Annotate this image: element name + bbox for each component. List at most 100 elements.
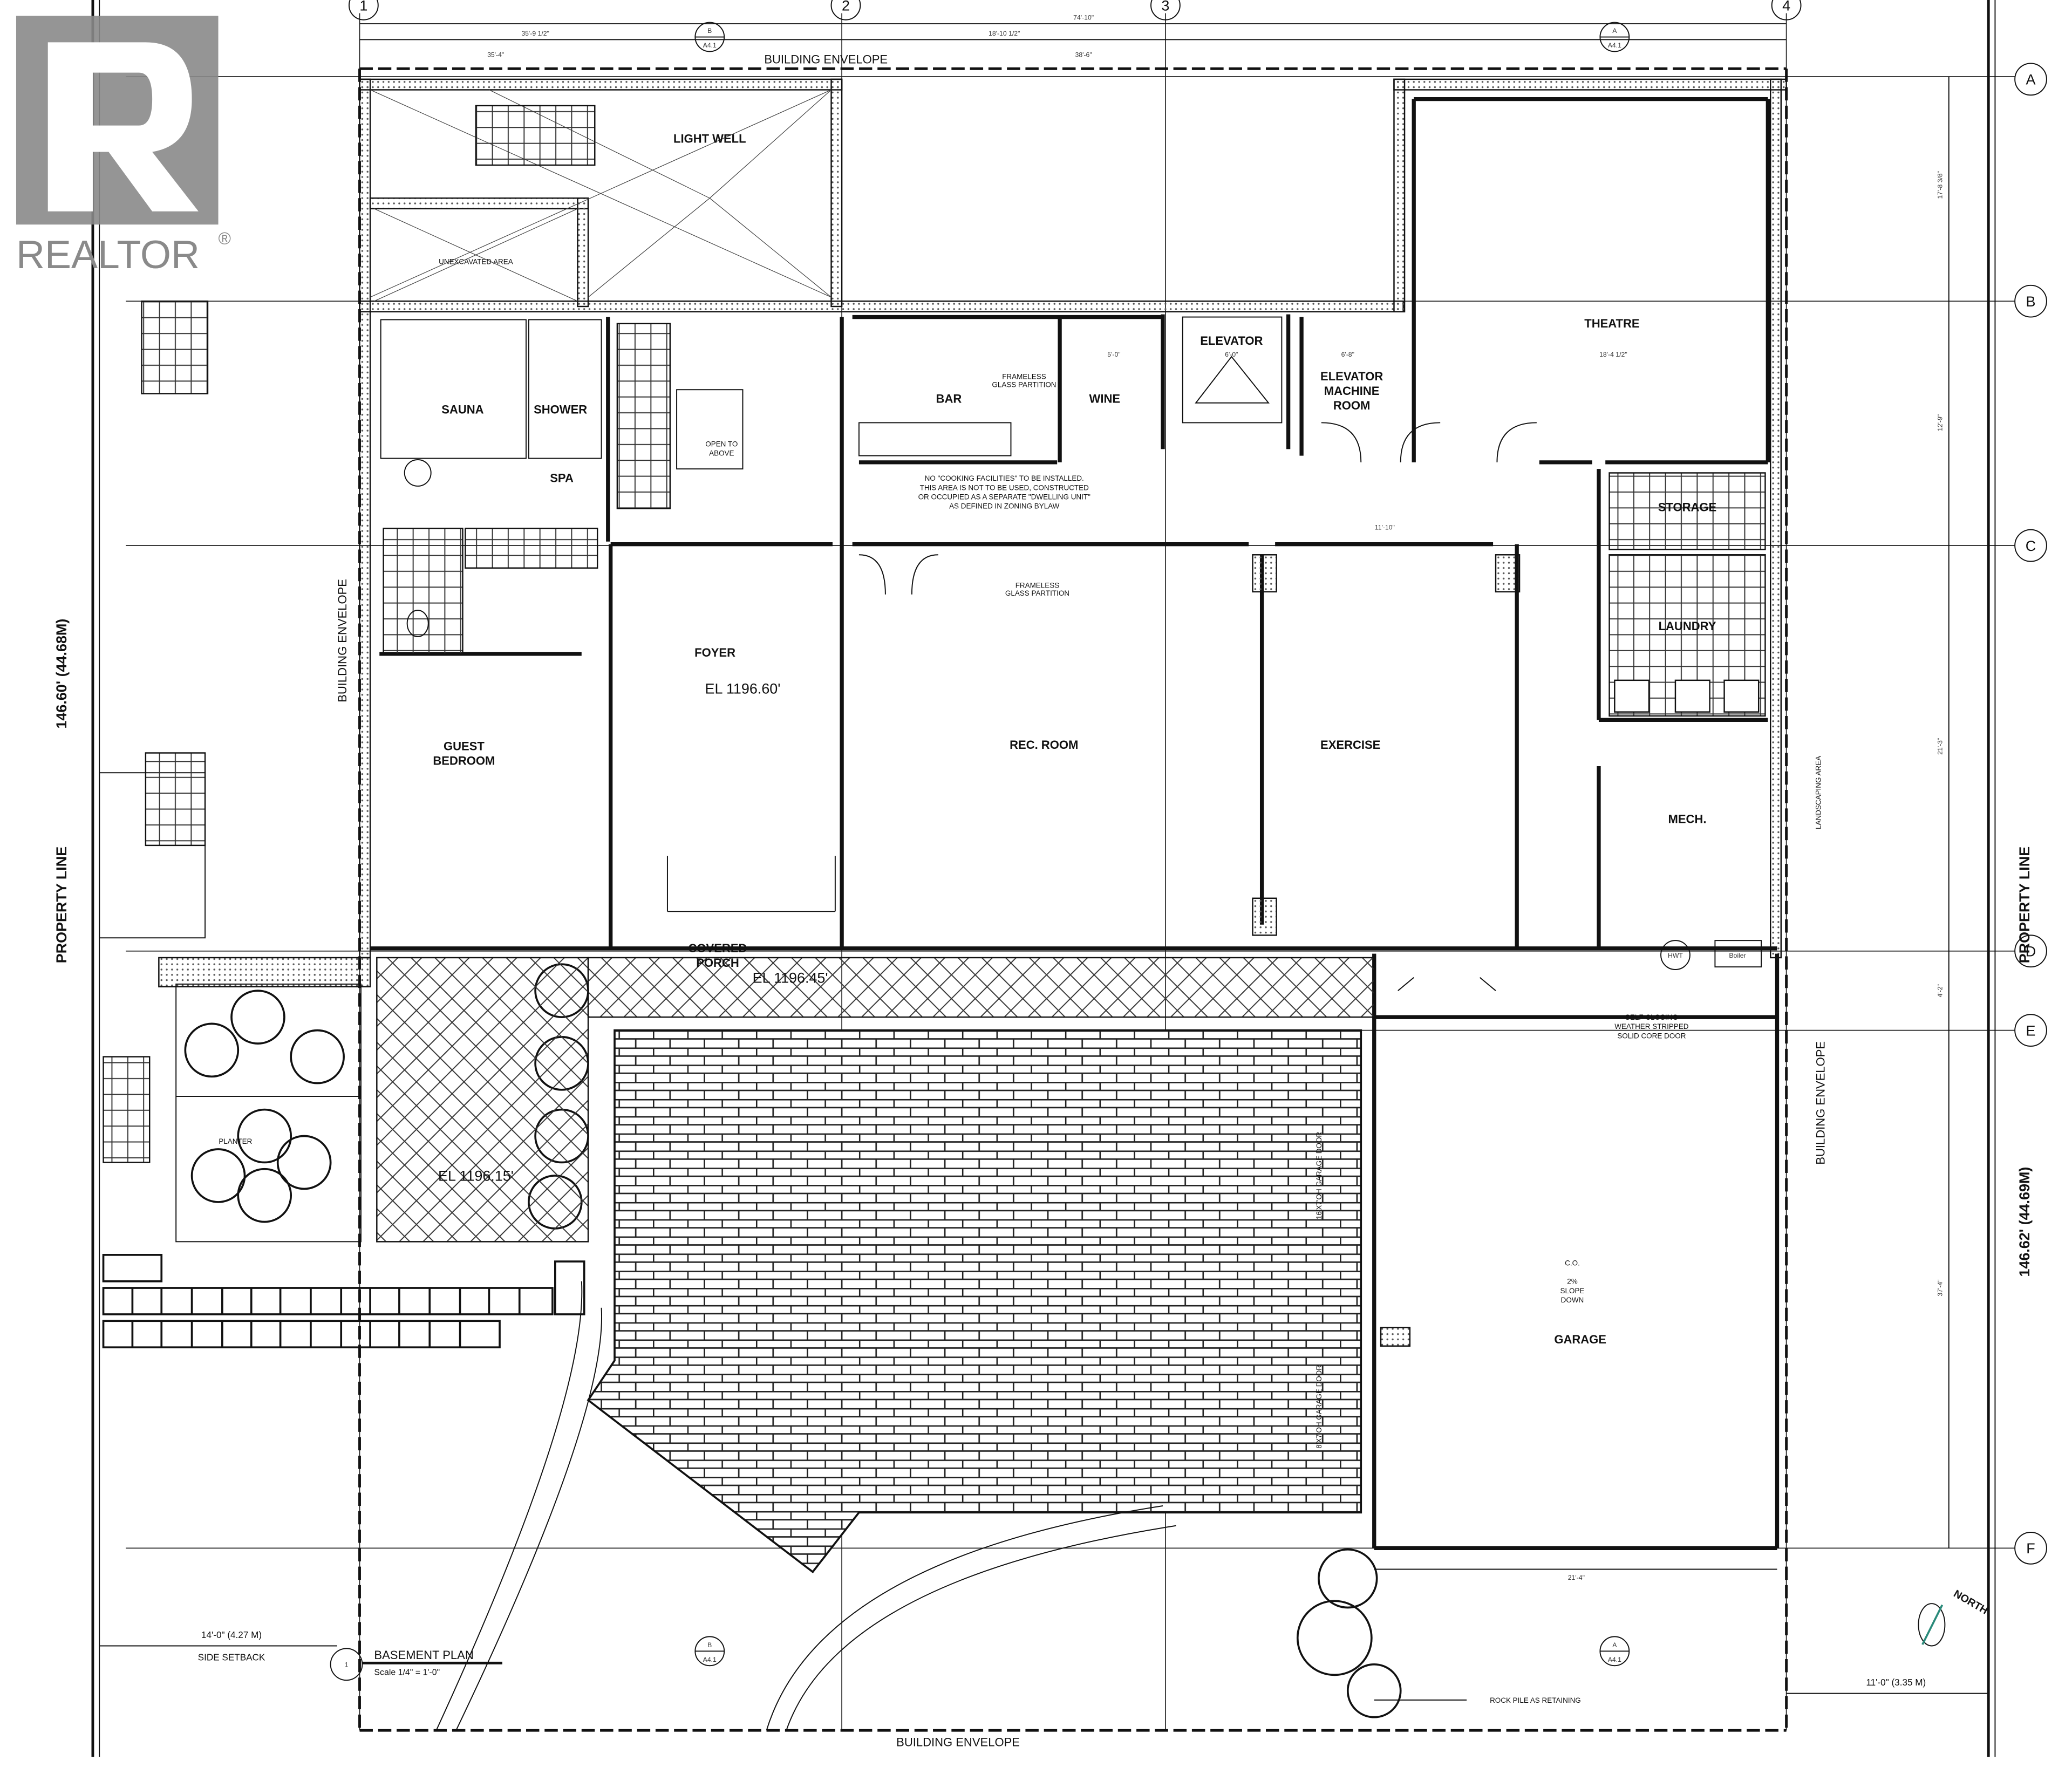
room-storage: STORAGE [1658, 500, 1716, 514]
svg-text:SOLID CORE DOOR: SOLID CORE DOOR [1617, 1032, 1686, 1040]
svg-text:35'-9 1/2": 35'-9 1/2" [521, 30, 549, 37]
svg-text:A: A [1612, 1641, 1617, 1649]
svg-text:SELF CLOSING: SELF CLOSING [1625, 1013, 1678, 1021]
svg-text:FRAMELESS: FRAMELESS [1015, 581, 1060, 589]
room-light-well: LIGHT WELL [673, 132, 746, 145]
grid-bubbles: 1 2 3 4 A B C D E F [348, 0, 2047, 1565]
svg-text:OR OCCUPIED AS A SEPARATE "DWE: OR OCCUPIED AS A SEPARATE "DWELLING UNIT… [918, 493, 1091, 501]
svg-text:14'-0" (4.27 M): 14'-0" (4.27 M) [201, 1629, 262, 1640]
svg-text:MACHINE: MACHINE [1324, 384, 1380, 398]
svg-text:6'-8": 6'-8" [1341, 351, 1354, 358]
svg-text:PORCH: PORCH [696, 956, 739, 970]
svg-text:WEATHER STRIPPED: WEATHER STRIPPED [1614, 1022, 1689, 1031]
plan-scale: Scale 1/4" = 1'-0" [374, 1668, 440, 1677]
grid-column-4: 4 [1771, 0, 1802, 21]
svg-text:5'-0": 5'-0" [1107, 351, 1120, 358]
grid-column-2: 2 [830, 0, 861, 21]
room-dimensions: 18'-4 1/2" 11'-10" 6'-0" 5'-0" 6'-8" 21'… [1107, 76, 1950, 1581]
svg-text:F: F [2026, 1540, 2035, 1557]
svg-text:EL 1196.15': EL 1196.15' [438, 1168, 514, 1184]
svg-text:SIDE SETBACK: SIDE SETBACK [198, 1652, 265, 1662]
notes: FRAMELESS GLASS PARTITION FRAMELESS GLAS… [439, 258, 1822, 1704]
svg-text:DOWN: DOWN [1561, 1296, 1584, 1304]
svg-text:6'-0": 6'-0" [1225, 351, 1238, 358]
svg-text:®: ® [219, 229, 231, 248]
svg-text:A4.1: A4.1 [703, 1656, 717, 1663]
grid-row-c: C [2014, 529, 2047, 562]
svg-text:ROOM: ROOM [1333, 399, 1371, 412]
grid-row-f: F [2014, 1531, 2047, 1565]
room-sauna: SAUNA [441, 402, 483, 416]
svg-text:B: B [707, 1641, 712, 1649]
svg-text:ROCK PILE AS RETAINING: ROCK PILE AS RETAINING [1490, 1696, 1581, 1704]
building-envelope-right-label: BUILDING ENVELOPE [1814, 1041, 1828, 1165]
grid-row-d: D [2014, 934, 2047, 968]
svg-text:D: D [2026, 944, 2036, 960]
svg-text:GLASS PARTITION: GLASS PARTITION [1005, 589, 1069, 597]
svg-text:4: 4 [1782, 0, 1790, 14]
section-markers: BA4.1 AA4.1 BA4.1 AA4.1 [694, 22, 1630, 1667]
grid-row-a: A [2014, 63, 2047, 96]
svg-text:2: 2 [842, 0, 850, 14]
svg-text:12'-9": 12'-9" [1936, 414, 1944, 431]
grid-row-e: E [2014, 1014, 2047, 1047]
svg-text:Boiler: Boiler [1729, 952, 1746, 959]
section-marker-a-top: AA4.1 [1599, 22, 1630, 52]
svg-text:21'-4": 21'-4" [1568, 1574, 1585, 1581]
svg-text:1: 1 [345, 1661, 349, 1669]
svg-text:37'-4": 37'-4" [1936, 1279, 1944, 1296]
svg-text:A4.1: A4.1 [1608, 42, 1621, 49]
property-line-right-label: PROPERTY LINE [2016, 847, 2033, 963]
sink-icon [404, 459, 432, 487]
building-envelope-bottom-label: BUILDING ENVELOPE [896, 1736, 1020, 1749]
svg-text:1: 1 [359, 0, 367, 14]
room-foyer: FOYER [694, 646, 735, 659]
svg-text:18'-10 1/2": 18'-10 1/2" [989, 30, 1020, 37]
grid-column-1: 1 [348, 0, 379, 21]
grid-column-3: 3 [1150, 0, 1181, 21]
svg-text:2%: 2% [1567, 1278, 1577, 1286]
room-labels: LIGHT WELL SAUNA SHOWER SPA OPEN TO ABOV… [219, 132, 1716, 1346]
room-bar: BAR [936, 392, 962, 406]
svg-text:16'X7'OH GARAGE DOOR: 16'X7'OH GARAGE DOOR [1315, 1132, 1323, 1219]
svg-text:A4.1: A4.1 [1608, 1656, 1621, 1663]
svg-text:8'X7'OH GARAGE DOOR: 8'X7'OH GARAGE DOOR [1315, 1365, 1323, 1449]
pavers [102, 1254, 585, 1349]
top-dimensions: 74'-10" 35'-9 1/2" 18'-10 1/2" 35'-4" 38… [359, 14, 1787, 58]
svg-text:EL 1196.45': EL 1196.45' [753, 970, 828, 986]
room-laundry: LAUNDRY [1659, 619, 1716, 633]
room-garage: GARAGE [1554, 1333, 1606, 1346]
svg-text:A: A [2026, 72, 2036, 88]
plan-title: BASEMENT PLAN [374, 1648, 473, 1662]
svg-text:17'-8 3/8": 17'-8 3/8" [1936, 171, 1944, 199]
svg-text:EL 1196.60': EL 1196.60' [705, 680, 781, 697]
svg-text:ABOVE: ABOVE [709, 449, 734, 458]
section-marker-b-bottom: B A4.1 [694, 1636, 725, 1667]
room-exercise: EXERCISE [1320, 738, 1380, 752]
svg-text:C: C [2026, 538, 2036, 554]
walls [359, 78, 1787, 1551]
property-line-right-length: 146.62' (44.69M) [2016, 1167, 2033, 1277]
realtor-logo: REALTOR ® [16, 16, 231, 277]
svg-text:4'-2": 4'-2" [1936, 984, 1944, 997]
property-line-left-label: PROPERTY LINE [53, 847, 70, 963]
svg-text:BEDROOM: BEDROOM [433, 754, 495, 768]
bar-counter [858, 422, 1012, 456]
svg-text:HWT: HWT [1668, 952, 1683, 959]
building-envelope: BUILDING ENVELOPE BUILDING ENVELOPE BUIL… [336, 53, 1828, 1749]
svg-text:18'-4 1/2": 18'-4 1/2" [1599, 351, 1627, 358]
svg-text:COVERED: COVERED [689, 941, 747, 955]
svg-text:ELEVATOR: ELEVATOR [1320, 370, 1383, 383]
room-wine: WINE [1089, 392, 1120, 406]
room-theatre: THEATRE [1584, 317, 1639, 330]
svg-text:SLOPE: SLOPE [1560, 1287, 1585, 1295]
svg-text:REALTOR: REALTOR [16, 233, 200, 277]
room-spa: SPA [550, 472, 574, 485]
section-marker-b-top: BA4.1 [694, 22, 725, 52]
svg-text:NO "COOKING FACILITIES" TO BE: NO "COOKING FACILITIES" TO BE INSTALLED. [925, 474, 1084, 482]
property-line-left-length: 146.60' (44.68M) [53, 619, 70, 729]
svg-text:21'-3": 21'-3" [1936, 738, 1944, 755]
room-shower: SHOWER [534, 402, 587, 416]
svg-text:NORTH: NORTH [1952, 1588, 1990, 1617]
room-mech: MECH. [1668, 812, 1707, 825]
